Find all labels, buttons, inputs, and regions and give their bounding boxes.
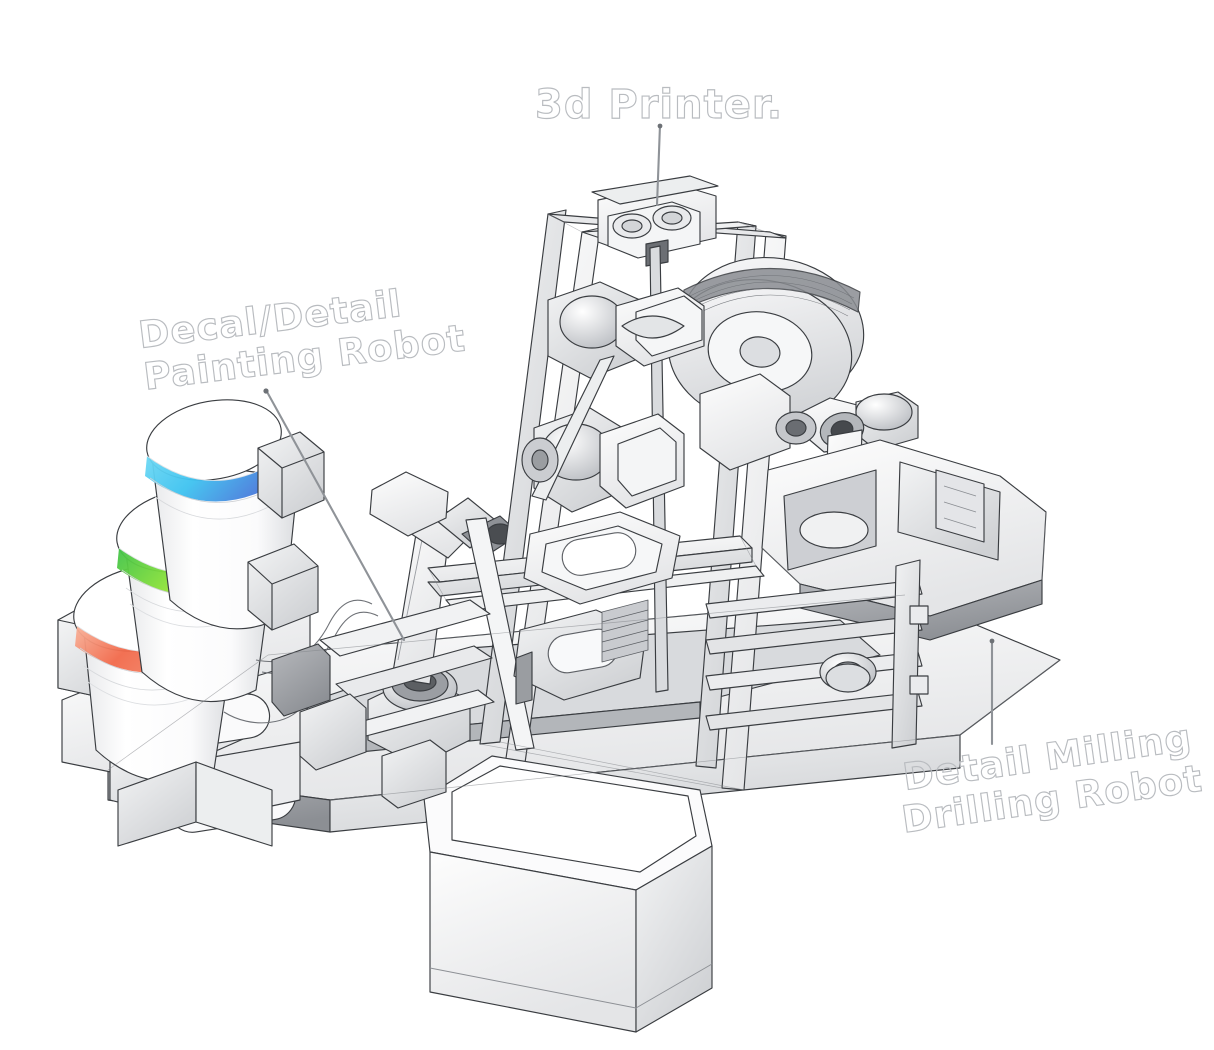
leader-3d-printer <box>655 123 663 207</box>
conveyor-midsection <box>271 599 495 809</box>
assembly-root <box>57 175 1061 1033</box>
annotation-leaders <box>263 123 995 746</box>
right-linear-rails <box>705 559 929 749</box>
sketch-overlay-lines <box>107 213 1061 801</box>
leader-milling-robot <box>989 638 995 746</box>
printer-build-platform <box>523 511 681 605</box>
label-3d-printer: 3d Printer. <box>535 82 783 128</box>
leader-line-painting-robot <box>264 388 406 642</box>
printer-mid-carriage <box>547 281 705 379</box>
printer-vent-grille <box>601 599 649 663</box>
canister-feed-box-2 <box>247 543 319 631</box>
printer-lower-tray <box>513 609 647 705</box>
leader-line-printer <box>655 123 662 207</box>
leader-painting-robot <box>263 388 406 642</box>
filament-spool <box>667 256 865 471</box>
canister-feed-box <box>257 431 325 519</box>
printer-extruder-motors <box>521 355 685 513</box>
leader-dot-printer <box>657 123 663 129</box>
pedestal-cabinet <box>423 755 713 1033</box>
leader-dot-milling-robot <box>989 638 995 644</box>
front-left-plate <box>117 761 273 847</box>
leader-dot-painting-robot <box>263 388 269 394</box>
print-head-carriage <box>591 175 719 267</box>
